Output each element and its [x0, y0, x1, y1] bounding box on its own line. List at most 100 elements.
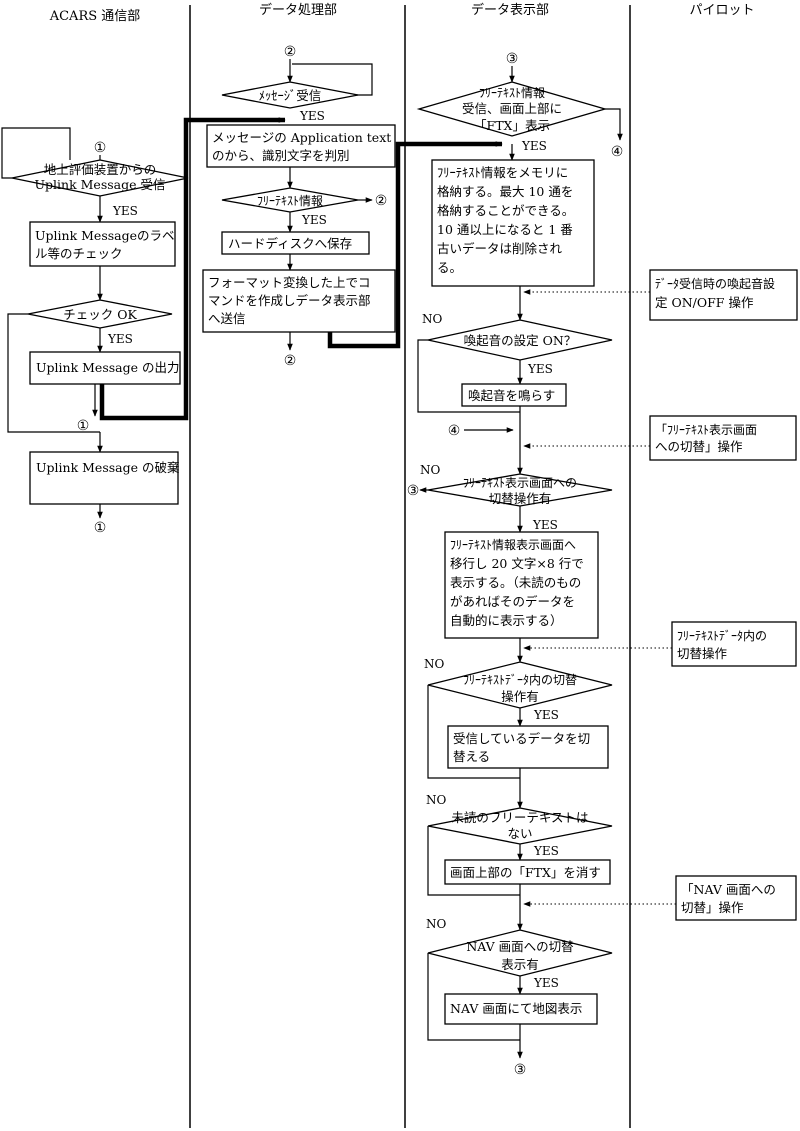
lane-header-processing: データ処理部 — [259, 2, 337, 18]
pilot-nav-switch-line1: 「NAV 画面への — [681, 882, 776, 897]
unread-line2: ない — [507, 826, 532, 841]
data-switch-line1: ﾌﾘｰﾃｷｽﾄﾃﾞｰﾀ内の切替 — [463, 673, 577, 687]
pilot-switch-free-line1: 「ﾌﾘｰﾃｷｽﾄ表示画面 — [655, 423, 757, 437]
pilot-chime-setting-box — [649, 269, 798, 321]
pilot-nav-switch-box — [675, 875, 797, 921]
lane-header-display: データ表示部 — [471, 2, 549, 18]
format-line2: マンドを作成しデータ表示部 — [208, 293, 371, 308]
pilot-switch-free-box — [649, 415, 797, 461]
uplink-output-label: Uplink Message の出力 — [36, 360, 179, 375]
connector-1-bottom: ① — [94, 520, 107, 536]
connector-4-left: ④ — [448, 423, 461, 439]
uplink-receive-line1: 地上評価装置からの — [44, 162, 157, 177]
check-ok-label: チェック OK — [63, 307, 137, 322]
store-line2: 格納する。最大 10 通を — [437, 184, 573, 199]
yes-label-data-switch: YES — [533, 708, 559, 722]
connector-1-top: ① — [94, 140, 107, 156]
lane-headers: ACARS 通信部 データ処理部 データ表示部 パイロット — [49, 2, 755, 24]
message-receive-label: ﾒｯｾｰｼﾞ受信 — [259, 88, 322, 103]
yes-label-switch: YES — [532, 518, 558, 532]
format-line1: フォーマット変換した上でコ — [208, 275, 371, 290]
connector-2-bottom: ② — [284, 353, 297, 369]
connector-2-right: ② — [375, 193, 388, 209]
no-label-nav: NO — [426, 917, 447, 931]
identify-box — [206, 124, 396, 168]
switch-data-line2: 替える — [453, 749, 490, 764]
pilot-switch-free-line2: への切替」操作 — [655, 439, 743, 454]
pilot-data-switch-box — [671, 621, 797, 667]
uplink-discard-label: Uplink Message の破棄 — [36, 460, 180, 475]
show-screen-line2: 移行し 20 文字×8 行で — [450, 556, 584, 571]
connector-4-right: ④ — [611, 144, 624, 160]
yes-label-acars-2: YES — [107, 332, 133, 346]
display-lane: ③ ﾌﾘｰﾃｷｽﾄ情報 受信、画面上部に 「FTX」表示 ④ YES ﾌﾘｰﾃｷ… — [407, 51, 624, 1078]
yes-label-proc-2: YES — [301, 213, 327, 227]
data-switch-line2: 操作有 — [501, 689, 539, 704]
ftx-receive-line2: 受信、画面上部に — [462, 101, 562, 116]
store-line5: 古いデータは削除され — [437, 241, 563, 256]
acars-lane: ① 地上評価装置からの Uplink Message 受信 YES Uplink… — [1, 127, 189, 536]
chime-label: 喚起音を鳴らす — [468, 388, 555, 403]
yes-label-acars-1: YES — [112, 204, 138, 218]
connector-3-bottom: ③ — [514, 1062, 527, 1078]
uplink-output-box — [29, 351, 181, 385]
switch-data-box — [447, 725, 609, 769]
switch-screen-line1: ﾌﾘｰﾃｷｽﾄ表示画面への — [463, 476, 577, 490]
pilot-lane: ﾃﾞｰﾀ受信時の喚起音設 定 ON/OFF 操作 「ﾌﾘｰﾃｷｽﾄ表示画面 への… — [523, 269, 798, 921]
store-line6: る。 — [437, 260, 462, 275]
pilot-chime-line1: ﾃﾞｰﾀ受信時の喚起音設 — [655, 276, 775, 291]
chime-box — [461, 383, 567, 407]
identify-line1: メッセージの Application text — [212, 130, 391, 145]
nav-show-label: NAV 画面にて地図表示 — [450, 1001, 582, 1016]
save-disk-box — [221, 231, 370, 255]
save-disk-label: ハードディスクへ保存 — [228, 236, 352, 251]
store-line4: 10 通以上になると 1 番 — [437, 222, 573, 237]
switch-data-line1: 受信しているデータを切 — [453, 731, 590, 746]
connector-2-top: ② — [284, 44, 297, 60]
store-line1: ﾌﾘｰﾃｷｽﾄ情報をメモリに — [437, 165, 568, 180]
nav-show-box — [444, 993, 598, 1025]
show-screen-line3: 表示する。（未読のもの — [450, 575, 581, 590]
label-check-line2: ル等のチェック — [35, 246, 123, 261]
identify-line2: のから、識別文字を判別 — [212, 148, 350, 163]
connector-1-mid: ① — [77, 418, 90, 434]
format-box — [202, 269, 396, 333]
message-receive-diamond — [221, 81, 359, 109]
store-line3: 格納することができる。 — [437, 203, 574, 218]
yes-label-chime: YES — [527, 362, 553, 376]
store-memory-box — [431, 159, 595, 287]
connector-3-top: ③ — [506, 51, 519, 67]
uplink-discard-box — [29, 451, 179, 505]
ftx-receive-line1: ﾌﾘｰﾃｷｽﾄ情報 — [479, 86, 545, 100]
nav-switch-line2: 表示有 — [501, 957, 539, 972]
pilot-chime-line2: 定 ON/OFF 操作 — [655, 295, 754, 310]
label-check-box — [29, 221, 176, 267]
lane-dividers — [189, 5, 631, 1128]
uplink-receive-line2: Uplink Message 受信 — [35, 177, 166, 192]
format-line3: へ送信 — [208, 311, 246, 326]
nav-switch-line1: NAV 画面への切替 — [466, 939, 574, 954]
processing-lane: ② ﾒｯｾｰｼﾞ受信 YES メッセージの Application text の… — [202, 44, 396, 369]
thick-path-processing-to-display — [327, 141, 503, 349]
thick-path-acars-to-processing — [99, 117, 286, 421]
no-label-data-switch: NO — [424, 657, 445, 671]
no-label-unread: NO — [426, 793, 447, 807]
free-text-diamond-label: ﾌﾘｰﾃｷｽﾄ情報 — [257, 194, 323, 208]
ftx-receive-line3: 「FTX」表示 — [474, 118, 550, 133]
show-screen-line4: があればそのデータを — [450, 594, 575, 609]
lane-header-pilot: パイロット — [689, 3, 754, 18]
no-label-switch: NO — [420, 463, 441, 477]
clear-ftx-label: 画面上部の「FTX」を消す — [450, 865, 601, 880]
chime-setting-label: 喚起音の設定 ON？ — [464, 333, 577, 348]
show-screen-line5: 自動的に表示する） — [450, 613, 563, 628]
no-label-chime: NO — [422, 312, 443, 326]
show-screen-box — [444, 531, 599, 639]
lane-header-acars: ACARS 通信部 — [49, 9, 141, 24]
pilot-data-switch-line2: 切替操作 — [677, 646, 728, 661]
pilot-data-switch-line1: ﾌﾘｰﾃｷｽﾄﾃﾞｰﾀ内の — [677, 629, 767, 643]
yes-label-unread: YES — [533, 844, 559, 858]
unread-line1: 未読のフリーテキストは — [451, 810, 588, 825]
ftx-receive-diamond — [416, 81, 608, 137]
pilot-nav-switch-line2: 切替」操作 — [681, 900, 744, 915]
yes-label-proc-1: YES — [299, 109, 325, 123]
